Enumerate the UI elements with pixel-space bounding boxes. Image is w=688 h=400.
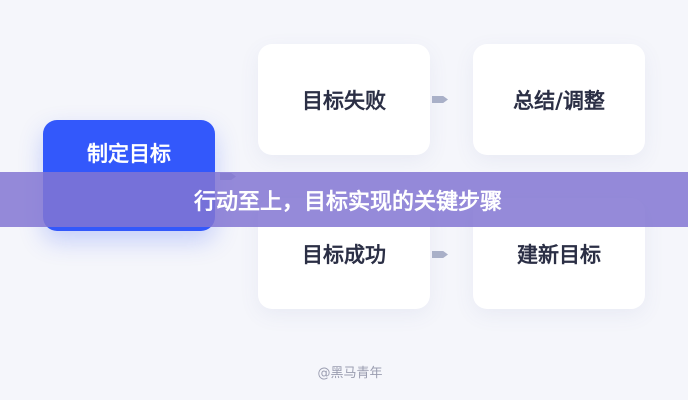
arrow-icon: [432, 96, 448, 103]
node-label: 总结/调整: [513, 88, 605, 113]
node-goal-failed: 目标失败: [258, 44, 430, 155]
title-banner: 行动至上，目标实现的关键步骤: [0, 172, 688, 227]
watermark: @黑马青年: [317, 366, 383, 381]
node-label: 目标成功: [302, 242, 386, 267]
arrow-icon: [432, 251, 448, 258]
node-label: 目标失败: [302, 88, 386, 113]
node-label: 制定目标: [87, 142, 171, 166]
banner-title: 行动至上，目标实现的关键步骤: [193, 189, 502, 215]
node-label: 建新目标: [517, 242, 601, 267]
node-summarize-adjust: 总结/调整: [473, 44, 645, 155]
